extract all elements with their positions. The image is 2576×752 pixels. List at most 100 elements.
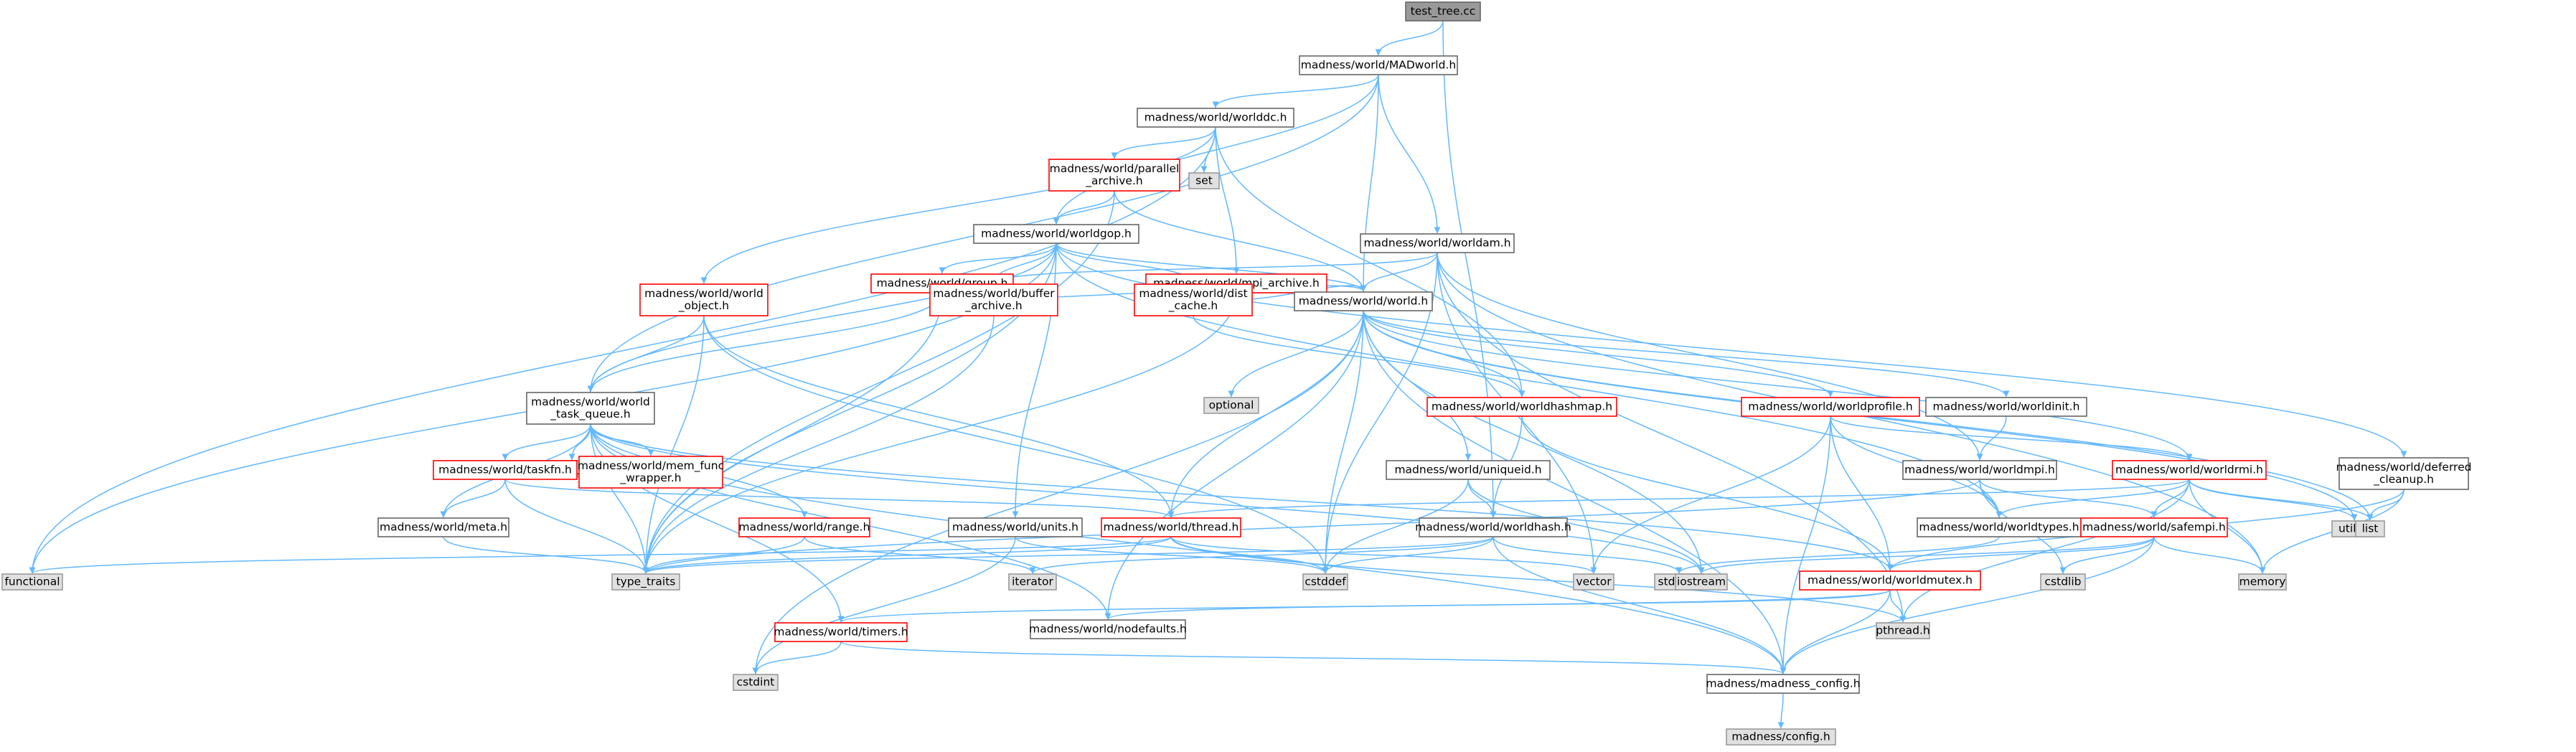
node-buffer_archive[interactable]: madness/world/buffer_archive.h — [929, 283, 1058, 316]
node-box-taskfn — [433, 460, 578, 480]
node-label-range: madness/world/range.h — [739, 521, 870, 534]
node-label-uniqueid: madness/world/uniqueid.h — [1394, 464, 1541, 476]
node-dist_cache[interactable]: madness/world/dist_cache.h — [1134, 283, 1253, 316]
node-meta[interactable]: madness/world/meta.h — [377, 517, 509, 537]
edge-worldgop-to-world — [1056, 243, 1367, 292]
node-world[interactable]: madness/world/world.h — [1294, 291, 1433, 311]
node-units[interactable]: madness/world/units.h — [948, 517, 1083, 537]
node-worldprofile[interactable]: madness/world/worldprofile.h — [1741, 397, 1920, 417]
node-box-thread — [1101, 517, 1241, 537]
node-test_tree[interactable]: test_tree.cc — [1405, 1, 1481, 22]
node-range[interactable]: madness/world/range.h — [738, 517, 870, 537]
node-box-test_tree — [1405, 1, 1481, 22]
node-madworld[interactable]: madness/world/MADworld.h — [1299, 55, 1458, 75]
edge-worldam-to-pthread_h — [1437, 252, 1907, 623]
node-box-timers — [774, 622, 908, 642]
node-label-world_task_queue: _task_queue.h — [550, 408, 630, 421]
node-label-timers: madness/world/timers.h — [774, 626, 908, 639]
node-box-config — [1726, 728, 1836, 746]
edge-worldprofile-to-madness_config — [1780, 415, 1831, 675]
node-optional[interactable]: optional — [1203, 397, 1259, 414]
node-parallel_archive[interactable]: madness/world/parallel_archive.h — [1048, 159, 1180, 192]
node-box-worldmpi — [1902, 460, 2057, 480]
node-worldhashmap[interactable]: madness/world/worldhashmap.h — [1426, 397, 1617, 417]
node-list[interactable]: list — [2355, 520, 2385, 537]
edge-world-to-madness_config — [1363, 310, 1787, 675]
node-vector[interactable]: vector — [1573, 573, 1614, 591]
node-nodefaults[interactable]: madness/world/nodefaults.h — [1029, 619, 1187, 639]
node-worldmutex[interactable]: madness/world/worldmutex.h — [1799, 570, 1981, 591]
edge-worldam-to-worldmpi — [1437, 252, 1983, 461]
node-worldam[interactable]: madness/world/worldam.h — [1360, 233, 1515, 253]
edge-parallel_archive-to-world — [1114, 190, 1367, 292]
node-madness_config[interactable]: madness/madness_config.h — [1706, 674, 1861, 694]
node-config[interactable]: madness/config.h — [1726, 728, 1836, 746]
node-set[interactable]: set — [1188, 172, 1220, 189]
node-label-worldhashmap: madness/world/worldhashmap.h — [1432, 400, 1612, 413]
node-type_traits[interactable]: type_traits — [611, 573, 680, 591]
edge-test_tree-to-madworld — [1375, 20, 1444, 56]
node-worldinit[interactable]: madness/world/worldinit.h — [1925, 397, 2087, 417]
node-iterator[interactable]: iterator — [1008, 573, 1057, 591]
node-label-iterator: iterator — [1012, 575, 1053, 588]
edge-madworld-to-worlddc — [1212, 74, 1379, 108]
node-box-memory — [2238, 573, 2287, 591]
node-box-uniqueid — [1386, 460, 1551, 480]
node-worlddc[interactable]: madness/world/worlddc.h — [1137, 108, 1294, 128]
node-box-iostream — [1675, 573, 1728, 591]
node-label-vector: vector — [1576, 575, 1612, 588]
node-thread[interactable]: madness/world/thread.h — [1101, 517, 1241, 537]
node-box-safempi — [2080, 517, 2228, 537]
edge-parallel_archive-to-worldgop — [1053, 190, 1115, 225]
node-uniqueid[interactable]: madness/world/uniqueid.h — [1386, 460, 1551, 480]
node-label-pthread_h: pthread.h — [1876, 624, 1929, 637]
node-cstdint[interactable]: cstdint — [733, 674, 779, 691]
edge-world_task_queue-to-worldmutex — [590, 423, 1894, 571]
edge-madworld-to-worldam — [1378, 74, 1441, 234]
edge-worldhash-to-cstddef — [1322, 536, 1494, 574]
edges-layer — [29, 20, 2407, 729]
node-worldrmi[interactable]: madness/world/worldrmi.h — [2112, 460, 2267, 480]
node-box-set — [1188, 172, 1220, 189]
node-box-worldhashmap — [1426, 397, 1617, 417]
edge-thread-to-functional — [29, 536, 1172, 574]
edge-worldmutex-to-pthread_h — [1889, 589, 1907, 623]
edge-worldprofile-to-vector — [1590, 415, 1831, 574]
node-label-dist_cache: _cache.h — [1168, 299, 1218, 313]
node-label-madness_config: madness/madness_config.h — [1706, 677, 1860, 691]
edge-deferred_cleanup-to-list — [2366, 489, 2405, 521]
node-worldgop[interactable]: madness/world/worldgop.h — [973, 224, 1139, 244]
node-cstddef[interactable]: cstddef — [1302, 573, 1348, 591]
edge-worlddc-to-functional — [29, 126, 1216, 574]
node-label-dist_cache: madness/world/dist — [1139, 287, 1247, 300]
node-box-functional — [1, 573, 63, 591]
node-iostream[interactable]: iostream — [1675, 573, 1728, 591]
node-label-buffer_archive: madness/world/buffer — [933, 287, 1055, 300]
edge-worldgop-to-world_task_queue — [587, 243, 1057, 393]
node-worldtypes[interactable]: madness/world/worldtypes.h — [1917, 517, 2082, 537]
node-label-taskfn: madness/world/taskfn.h — [438, 464, 572, 476]
edge-uniqueid-to-cstddef — [1322, 479, 1469, 574]
node-label-test_tree: test_tree.cc — [1411, 5, 1476, 19]
node-taskfn[interactable]: madness/world/taskfn.h — [433, 460, 578, 480]
node-cstdlib[interactable]: cstdlib — [2040, 573, 2086, 591]
node-timers[interactable]: madness/world/timers.h — [774, 622, 908, 642]
node-box-world_object — [639, 283, 768, 316]
node-deferred_cleanup[interactable]: madness/world/deferred_cleanup.h — [2336, 457, 2472, 490]
edge-world_task_queue-to-type_traits — [590, 423, 649, 574]
node-box-type_traits — [611, 573, 680, 591]
edge-worldrmi-to-thread — [1167, 479, 2190, 518]
node-mem_func_wrapper[interactable]: madness/world/mem_func_wrapper.h — [578, 456, 724, 489]
node-worldmpi[interactable]: madness/world/worldmpi.h — [1902, 460, 2057, 480]
node-worldhash[interactable]: madness/world/worldhash.h — [1415, 517, 1571, 537]
node-world_task_queue[interactable]: madness/world/world_task_queue.h — [526, 392, 655, 425]
node-functional[interactable]: functional — [1, 573, 63, 591]
edge-worldrmi-to-worldtypes — [1996, 479, 2190, 518]
node-world_object[interactable]: madness/world/world_object.h — [639, 283, 768, 316]
node-pthread_h[interactable]: pthread.h — [1876, 622, 1930, 639]
edge-world_object-to-world_task_queue — [587, 315, 705, 393]
node-memory[interactable]: memory — [2238, 573, 2287, 591]
node-safempi[interactable]: madness/world/safempi.h — [2080, 517, 2228, 537]
edge-worldprofile-to-worldrmi — [1830, 415, 2193, 461]
